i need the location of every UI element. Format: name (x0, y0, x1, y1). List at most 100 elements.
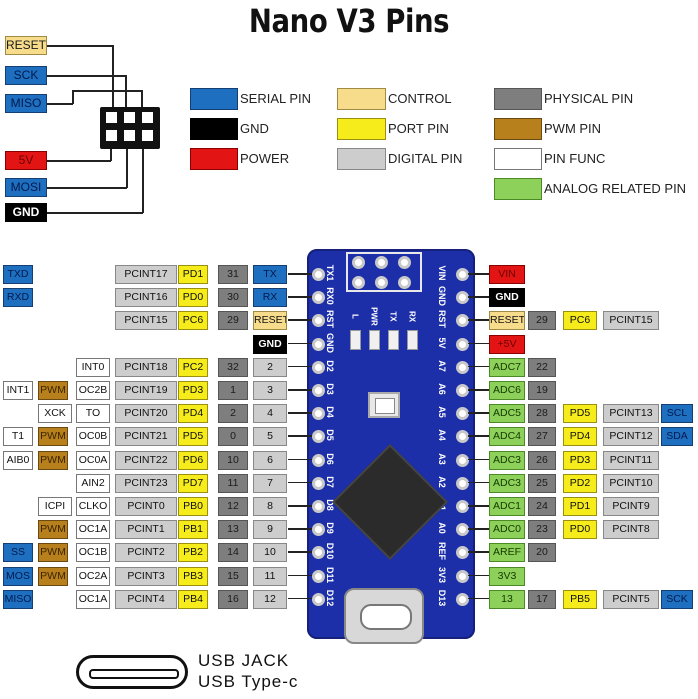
legend-swatch-power (190, 148, 238, 170)
left-pin-port: PB0 (178, 497, 208, 516)
right-pin-connector (468, 528, 489, 530)
board-hole-left (312, 453, 325, 467)
right-pin-serial: SDA (661, 427, 693, 447)
left-pin-func: OC1A (76, 589, 110, 609)
left-pin-physical: 16 (218, 589, 248, 609)
left-pin-digital: 2 (253, 357, 287, 377)
board-hole-right (456, 453, 469, 467)
icsp-label-3: 5V (5, 151, 47, 170)
left-pin-func: OC0B (76, 427, 110, 447)
left-pin-digital: 11 (253, 566, 287, 586)
right-pin-digital: PCINT9 (603, 497, 659, 516)
left-pin-digital: 9 (253, 520, 287, 540)
legend-swatch-physical (494, 88, 542, 110)
right-pin-connector (468, 389, 489, 391)
icsp-pin (124, 130, 135, 141)
left-pin-func: CLKO (76, 497, 110, 516)
left-pin-port: PD0 (178, 288, 208, 308)
right-pin-physical: 25 (528, 473, 556, 493)
board-hole-left (312, 546, 325, 560)
icsp-label-4: MOSI (5, 178, 47, 197)
left-pin-port: PC2 (178, 357, 208, 377)
left-pin-serial: RXD (3, 288, 33, 308)
usb-type-label: USB Type-c (198, 672, 299, 691)
icsp-wire (126, 149, 128, 188)
board-led (388, 330, 399, 350)
board-hole-right (456, 430, 469, 444)
left-pin-func: OC2B (76, 381, 110, 400)
left-pin-connector (288, 458, 312, 461)
left-pin-port: PD6 (178, 450, 208, 470)
left-pin-port: PC6 (178, 311, 208, 331)
left-pin-digital: 8 (253, 497, 287, 516)
left-pin-connector (288, 528, 312, 530)
legend-swatch-analog (494, 178, 542, 200)
left-pin-digital: PCINT0 (115, 497, 177, 516)
right-pin-port: PD0 (563, 520, 597, 540)
left-pin-digital: PCINT4 (115, 589, 177, 609)
right-pin-port: PB5 (563, 589, 597, 609)
left-pin-physical: 1 (218, 381, 248, 400)
right-pin-physical: 19 (528, 381, 556, 400)
right-pin-port: PD5 (563, 404, 597, 424)
right-pin-port: PC6 (563, 311, 597, 331)
board-top-hole (352, 256, 365, 269)
left-pin-connector (288, 389, 312, 391)
board-hole-right (456, 314, 469, 328)
legend-label-digital: DIGITAL PIN (388, 151, 463, 166)
right-pin-connector (468, 597, 489, 600)
left-pin-connector (288, 412, 312, 414)
left-pin-serial: SS (3, 543, 33, 563)
right-pin-analog: ADC6 (489, 381, 525, 400)
left-pin-control: RESET (253, 311, 287, 331)
board-hole-left (312, 314, 325, 328)
board-hole-left (312, 407, 325, 421)
right-pin-digital: PCINT8 (603, 520, 659, 540)
board-hole-left (312, 500, 325, 513)
left-pin-port: PB1 (178, 520, 208, 540)
left-pin-connector (288, 296, 312, 298)
right-pin-control: RESET (489, 311, 525, 331)
right-pin-physical: 23 (528, 520, 556, 540)
left-pin-digital: 12 (253, 589, 287, 609)
left-pin-port: PD7 (178, 473, 208, 493)
left-pin-digital: 10 (253, 543, 287, 563)
legend-label-serial: SERIAL PIN (240, 91, 312, 106)
icsp-label-0: RESET (5, 36, 47, 55)
legend-label-physical: PHYSICAL PIN (544, 91, 634, 106)
board-hole-right (456, 337, 469, 351)
right-pin-physical: 17 (528, 589, 556, 609)
board-top-hole (375, 276, 388, 289)
icsp-pin (142, 112, 153, 123)
board-led (350, 330, 361, 350)
board-top-hole (352, 276, 365, 289)
left-pin-digital: PCINT15 (115, 311, 177, 331)
left-pin-connector (288, 319, 312, 321)
left-pin-func: AIN2 (76, 473, 110, 493)
right-pin-power: +5V (489, 334, 525, 354)
left-pin-physical: 32 (218, 357, 248, 377)
legend-label-power: POWER (240, 151, 290, 166)
right-pin-digital: PCINT13 (603, 404, 659, 424)
left-pin-digital: PCINT23 (115, 473, 177, 493)
left-pin-digital: PCINT1 (115, 520, 177, 540)
legend-label-func: PIN FUNC (544, 151, 606, 166)
icsp-wire (47, 160, 111, 162)
right-pin-digital: PCINT5 (603, 589, 659, 609)
legend-swatch-serial (190, 88, 238, 110)
right-pin-connector (468, 458, 489, 461)
right-pin-port: PD2 (563, 473, 597, 493)
legend-swatch-pwm (494, 118, 542, 140)
left-pin-physical: 11 (218, 473, 248, 493)
right-pin-connector (468, 412, 489, 414)
right-pin-power: VIN (489, 265, 525, 284)
left-pin-serial: TX (253, 265, 287, 284)
icsp-wire (141, 90, 143, 107)
right-pin-connector (468, 551, 489, 553)
legend-label-pwm: PWM PIN (544, 121, 602, 136)
board-label-left: D12 (325, 589, 335, 607)
right-pin-analog: ADC7 (489, 357, 525, 377)
board-hole-left (312, 430, 325, 444)
right-pin-physical: 24 (528, 497, 556, 516)
left-pin-digital: PCINT17 (115, 265, 177, 284)
